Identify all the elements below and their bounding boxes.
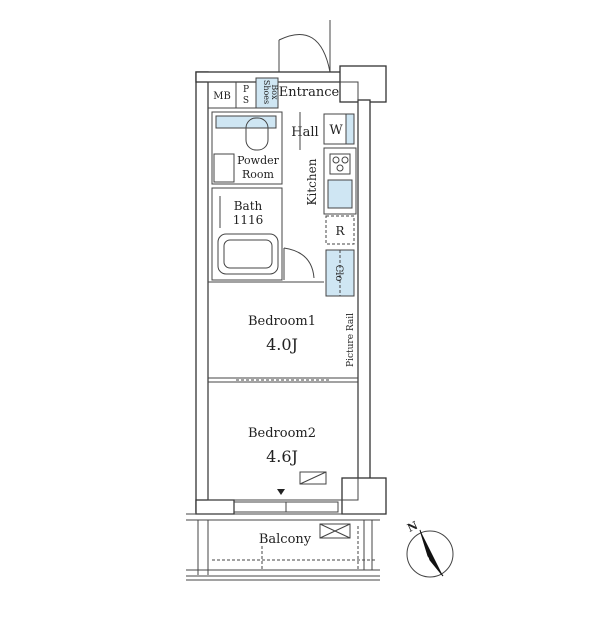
balcony-window — [233, 501, 339, 513]
entrance-door — [278, 20, 331, 73]
label-picture-rail: Picture Rail — [346, 313, 356, 367]
compass — [406, 529, 454, 578]
label-bedroom2-size: 4.6J — [266, 447, 298, 466]
outer-walls — [195, 65, 387, 515]
balcony — [186, 513, 380, 581]
kitchen-counter — [323, 147, 357, 215]
label-w: W — [329, 123, 343, 138]
label-powder-room-1: Powder — [237, 154, 280, 167]
label-bedroom1-size: 4.0J — [266, 335, 298, 354]
bathroom — [211, 187, 283, 281]
label-hall: Hall — [291, 125, 318, 140]
label-bath-1: Bath — [234, 199, 263, 213]
label-shoes-box-1: Shoes — [262, 80, 271, 104]
label-bath-2: 1116 — [233, 213, 264, 227]
label-bedroom2: Bedroom2 — [248, 426, 316, 441]
label-balcony: Balcony — [259, 532, 312, 547]
ventilation-unit — [299, 471, 327, 485]
sliding-partition — [207, 377, 359, 383]
label-powder-room-2: Room — [242, 168, 275, 181]
label-kitchen: Kitchen — [305, 158, 319, 205]
washer-drain — [345, 113, 355, 145]
label-ps-s: S — [243, 96, 249, 106]
refrigerator-space — [325, 215, 355, 245]
utility-closets — [207, 77, 279, 109]
label-bedroom1: Bedroom1 — [248, 314, 316, 329]
label-mb: MB — [213, 91, 231, 102]
compass-n-label: N — [405, 519, 420, 535]
label-entrance: Entrance — [279, 85, 340, 100]
inner-doors — [283, 112, 315, 280]
label-ps-p: P — [243, 85, 249, 95]
label-shoes-box-2: Box — [270, 84, 279, 100]
window-marker — [277, 489, 285, 495]
label-clo: Clo — [333, 265, 344, 282]
label-r: R — [335, 224, 345, 238]
powder-room — [211, 111, 283, 185]
